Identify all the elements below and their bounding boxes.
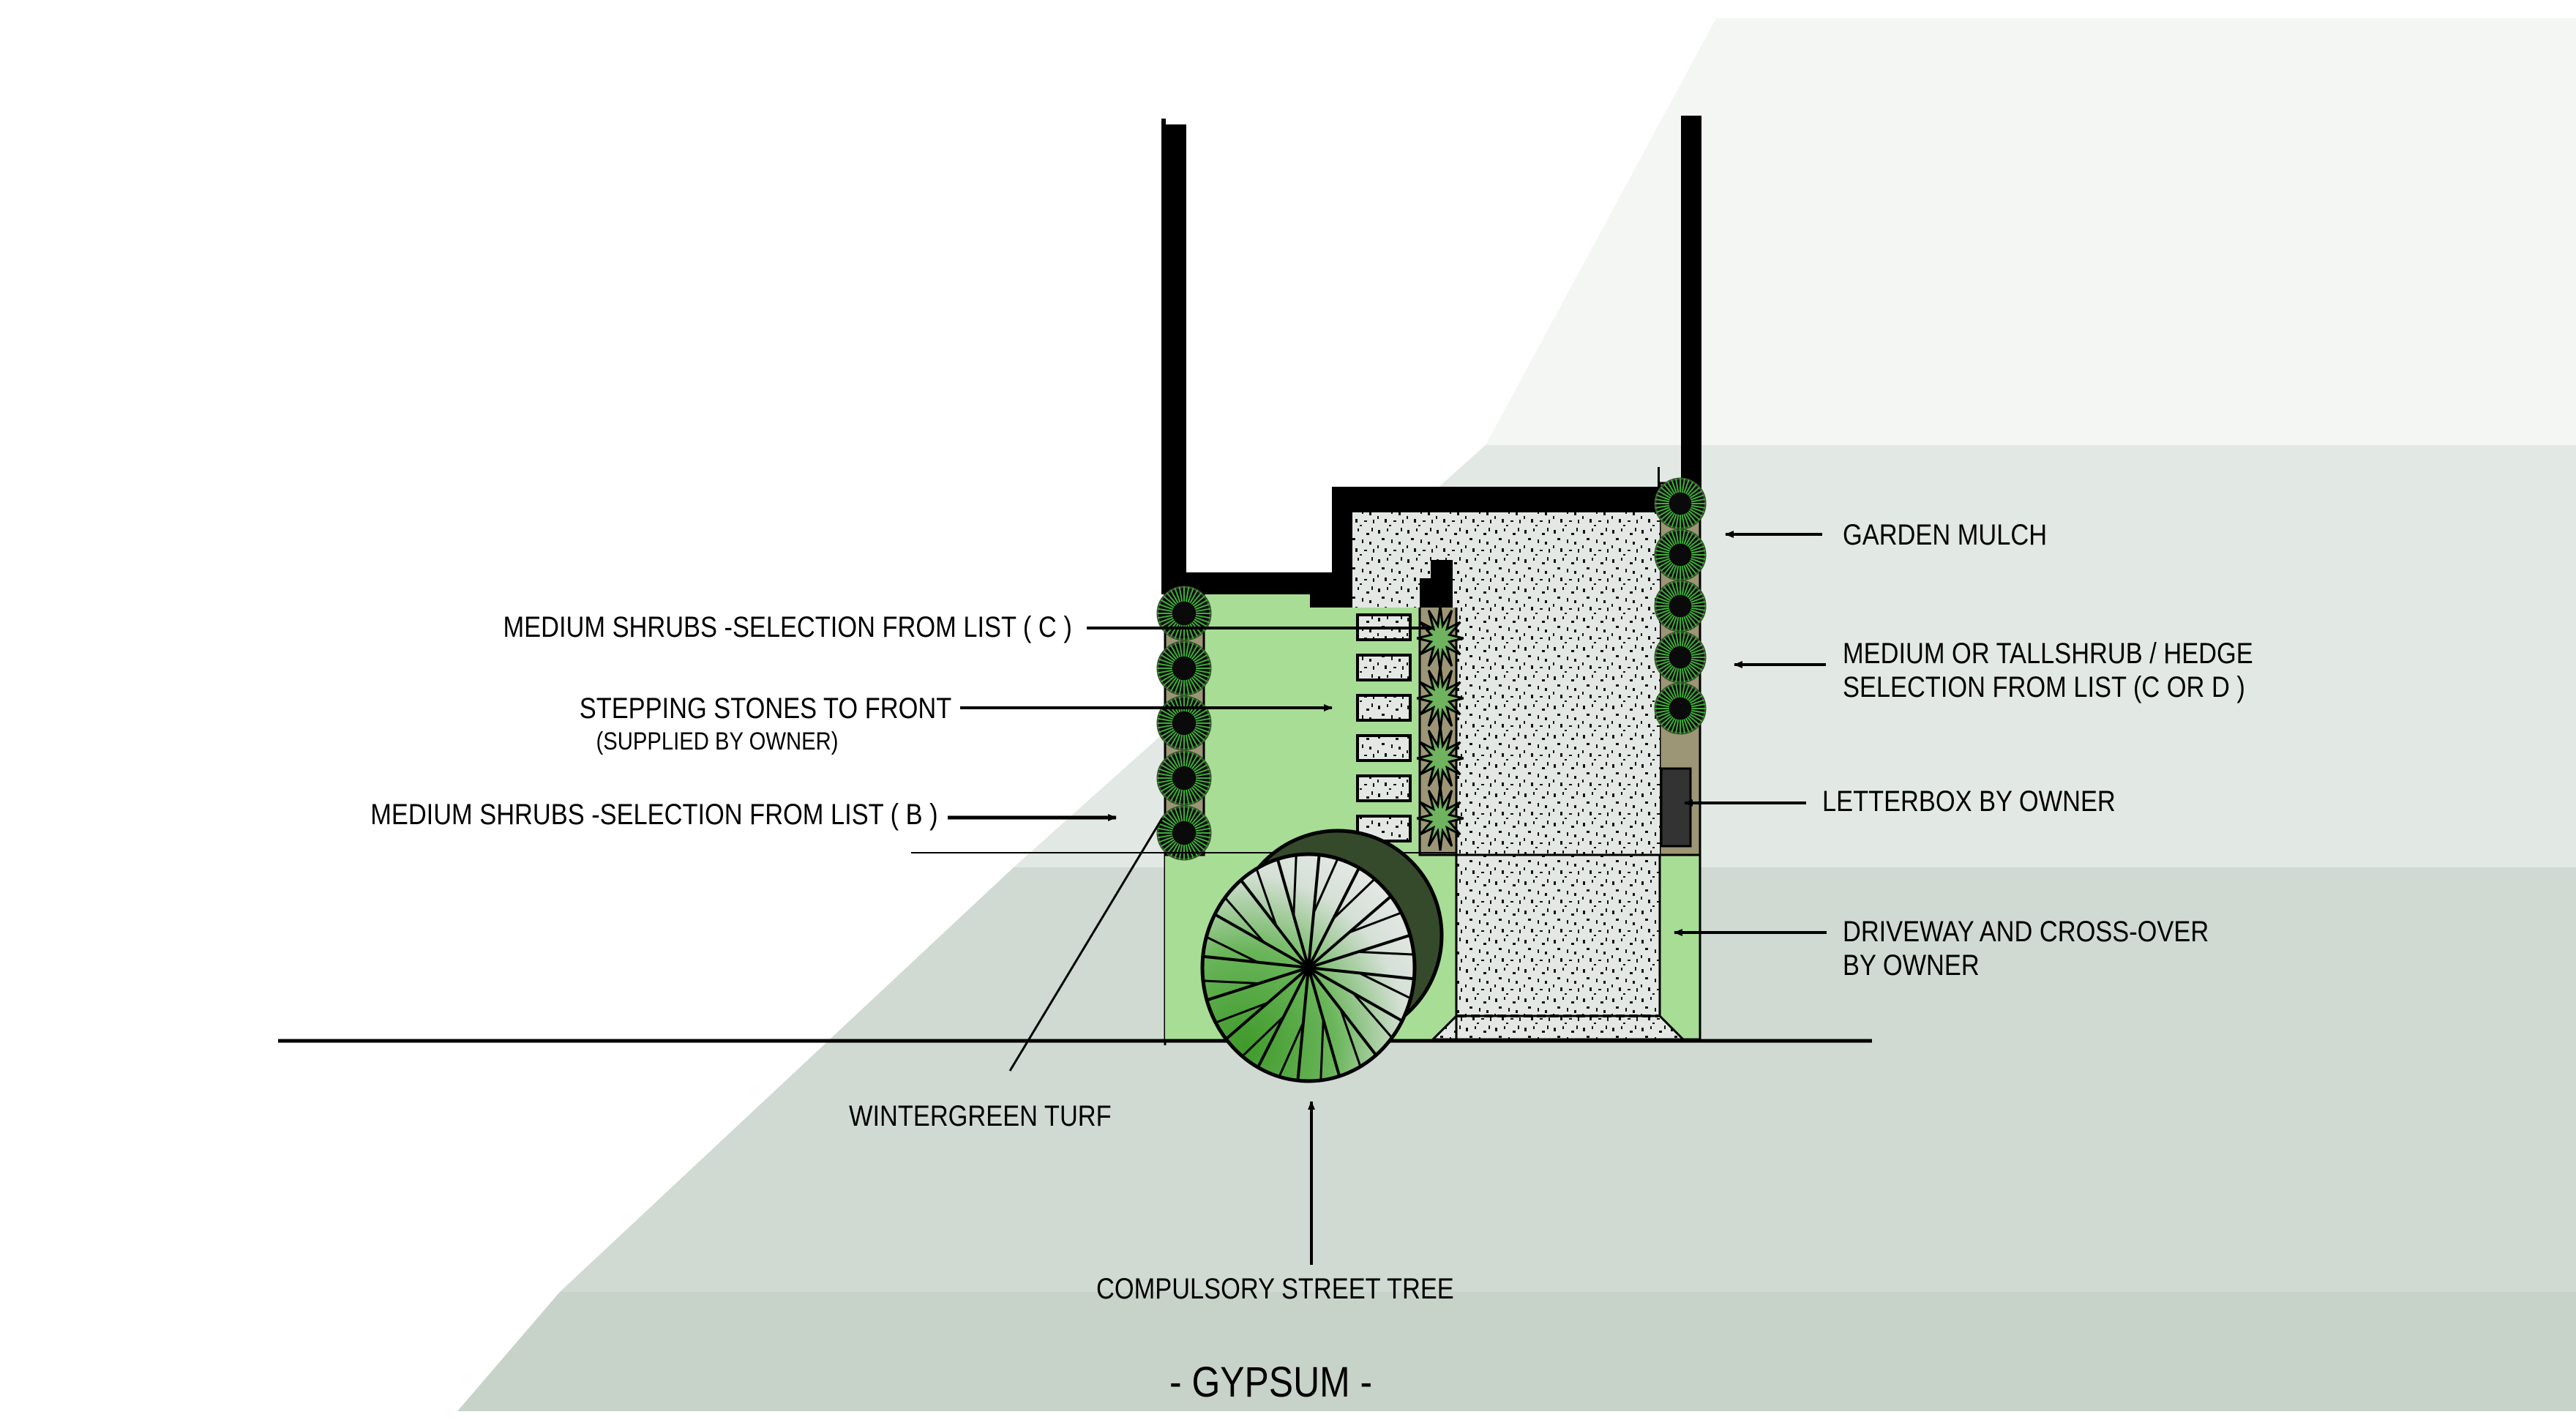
label-hedge-line2: SELECTION FROM LIST (C OR D ) <box>1843 671 2245 703</box>
hedge-shrub-icon <box>1654 631 1707 684</box>
tree-branch <box>1211 966 1310 1053</box>
wall-right-vertical <box>1681 116 1701 493</box>
tree-branch <box>1202 904 1309 969</box>
stepping-stone <box>1356 654 1412 681</box>
label-garden-mulch: GARDEN MULCH <box>1843 519 2048 551</box>
tree-twig <box>1292 854 1298 916</box>
tree-branch <box>1271 854 1310 968</box>
label-driveway-line1: DRIVEWAY AND CROSS-OVER <box>1843 916 2209 948</box>
label-stepping-stones: STEPPING STONES TO FRONT <box>579 692 951 725</box>
wall-garage-front <box>1332 487 1660 512</box>
wall-right-stub <box>1658 467 1660 489</box>
tree-branch <box>1308 966 1415 1031</box>
label-medium-shrubs-b: MEDIUM SHRUBS -SELECTION FROM LIST ( B ) <box>370 799 938 831</box>
tree-branch <box>1202 953 1309 969</box>
leader-turf <box>1008 818 1164 1072</box>
tree-twig <box>1270 1022 1305 1081</box>
hedge-shrub-icon <box>1156 695 1212 751</box>
hedge-shrub-icon <box>1156 586 1212 641</box>
tree-branch <box>1295 967 1310 1081</box>
spiky-shrub-icon <box>1416 785 1464 851</box>
hedge-shrub-icon <box>1654 682 1707 735</box>
crossover-splay <box>1430 1014 1686 1041</box>
wall-left-vertical <box>1161 124 1186 594</box>
tree-branch <box>1307 883 1406 969</box>
hedge-right <box>1654 477 1707 735</box>
stepping-stone <box>1356 734 1412 762</box>
label-hedge-line1: MEDIUM OR TALLSHRUB / HEDGE <box>1843 638 2253 670</box>
tree-twig <box>1358 972 1415 1008</box>
spiky-shrub-icon <box>1416 605 1464 671</box>
tree-branch <box>1307 854 1369 968</box>
stepping-stone <box>1356 694 1412 722</box>
tree-twig <box>1319 1020 1325 1081</box>
tree-branches <box>1202 854 1415 1081</box>
street-tree <box>1200 829 1444 1083</box>
hedge-shrub-icon <box>1654 580 1707 632</box>
tree-branch <box>1308 966 1415 982</box>
label-wintergreen-turf: WINTERGREEN TURF <box>849 1100 1112 1132</box>
wall-left-stub <box>1161 119 1166 127</box>
tree-twig <box>1357 950 1415 957</box>
hedge-shrub-icon <box>1156 805 1212 861</box>
tree-branch <box>1308 928 1415 969</box>
spiky-shrubs <box>1416 605 1464 851</box>
turf-left-strip <box>1165 855 1204 1039</box>
tree-twig <box>1202 979 1260 985</box>
driveway <box>1352 512 1686 1041</box>
turf-right-verge <box>1658 853 1701 1041</box>
leader-lines <box>948 531 1827 1265</box>
house-walls <box>1161 116 1701 608</box>
hedge-shrub-icon <box>1156 640 1212 696</box>
band-1 <box>1486 18 2576 445</box>
band-4 <box>457 1292 2576 1411</box>
tree-branch <box>1307 966 1389 1071</box>
tree-branch <box>1307 854 1322 968</box>
band-3 <box>560 867 2576 1292</box>
gravel-driveway <box>1456 512 1660 855</box>
tree-branch <box>1307 967 1346 1081</box>
hedge-shrub-icon <box>1156 750 1212 806</box>
label-street-tree: COMPULSORY STREET TREE <box>1096 1273 1454 1305</box>
label-driveway-line2: BY OWNER <box>1843 949 1980 982</box>
spiky-shrub-icon <box>1416 725 1464 791</box>
spiky-shrub-icon <box>1416 665 1464 731</box>
tree-twig <box>1202 927 1259 963</box>
tree-twig <box>1312 854 1347 913</box>
label-letterbox: LETTERBOX BY OWNER <box>1822 785 2116 818</box>
label-stepping-stones-note: (SUPPLIED BY OWNER) <box>596 728 839 755</box>
letterbox <box>1660 767 1692 848</box>
tree-branch <box>1228 864 1310 969</box>
drawing-title: - GYPSUM - <box>1169 1359 1373 1406</box>
tree-branch <box>1202 966 1309 1007</box>
label-medium-shrubs-c: MEDIUM SHRUBS -SELECTION FROM LIST ( C ) <box>503 611 1072 643</box>
hedge-shrub-icon <box>1654 528 1707 581</box>
stepping-stone <box>1356 774 1412 802</box>
wall-pier-b <box>1420 578 1453 608</box>
tree-branch <box>1248 967 1310 1081</box>
hedge-shrub-icon <box>1654 477 1707 530</box>
gravel-crossover <box>1455 853 1661 1021</box>
